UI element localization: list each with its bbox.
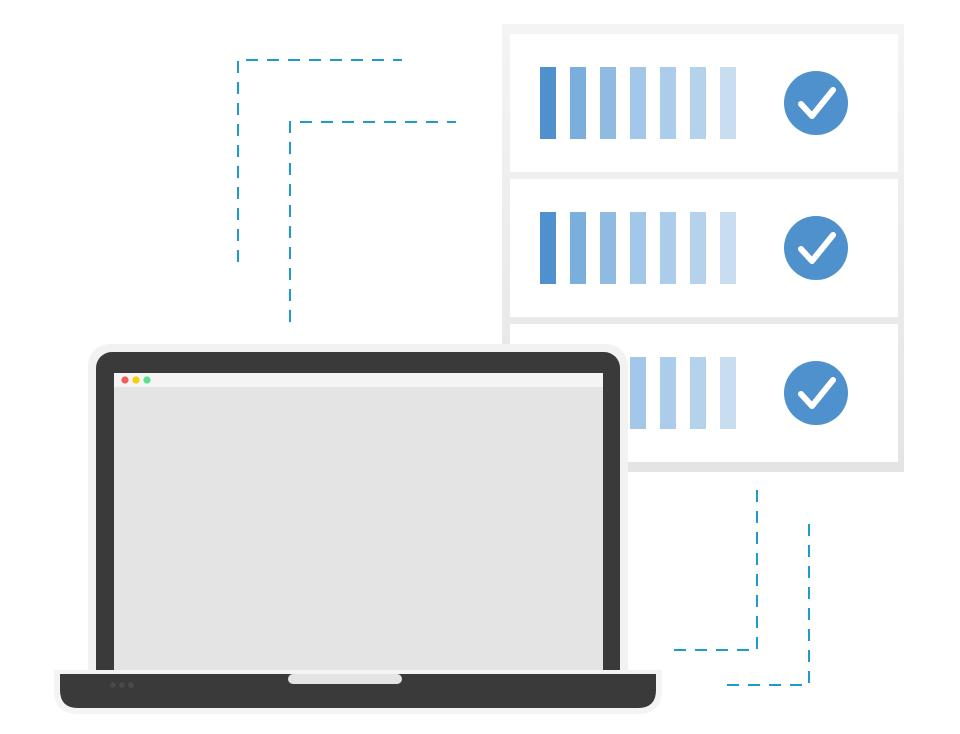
check-circle-icon (784, 71, 848, 135)
server-bar (540, 212, 556, 284)
server-bar (660, 212, 676, 284)
server-bar (690, 212, 706, 284)
server-bar (630, 212, 646, 284)
server-bar (660, 357, 676, 429)
laptop-indicator-light (128, 682, 134, 688)
check-circle-icon (784, 216, 848, 280)
server-bar (720, 357, 736, 429)
laptop-indicator-light (110, 682, 116, 688)
window-minimize-dot (132, 376, 140, 384)
server-bar (600, 212, 616, 284)
laptop-indicator-light (119, 682, 125, 688)
window-maximize-dot (143, 376, 151, 384)
browser-titlebar (114, 373, 603, 387)
server-bar (720, 212, 736, 284)
server-bar (540, 67, 556, 139)
dashed-connectors (237, 59, 810, 686)
server-bar (630, 357, 646, 429)
server-bar (630, 67, 646, 139)
server-bar (690, 67, 706, 139)
connector-bottom-outer (718, 524, 810, 686)
server-bar (600, 67, 616, 139)
connector-top-inner (289, 121, 456, 322)
server-bar (660, 67, 676, 139)
connector-top-outer (237, 59, 402, 262)
server-bar (720, 67, 736, 139)
server-bar (570, 212, 586, 284)
connector-bottom-inner (665, 490, 758, 651)
server-bar (570, 67, 586, 139)
server-bar (690, 357, 706, 429)
laptop-screen (114, 373, 603, 676)
laptop-base (60, 674, 656, 708)
laptop (54, 344, 662, 714)
window-close-dot (121, 376, 129, 384)
laptop-hinge-notch (288, 674, 402, 684)
check-circle-icon (784, 361, 848, 425)
